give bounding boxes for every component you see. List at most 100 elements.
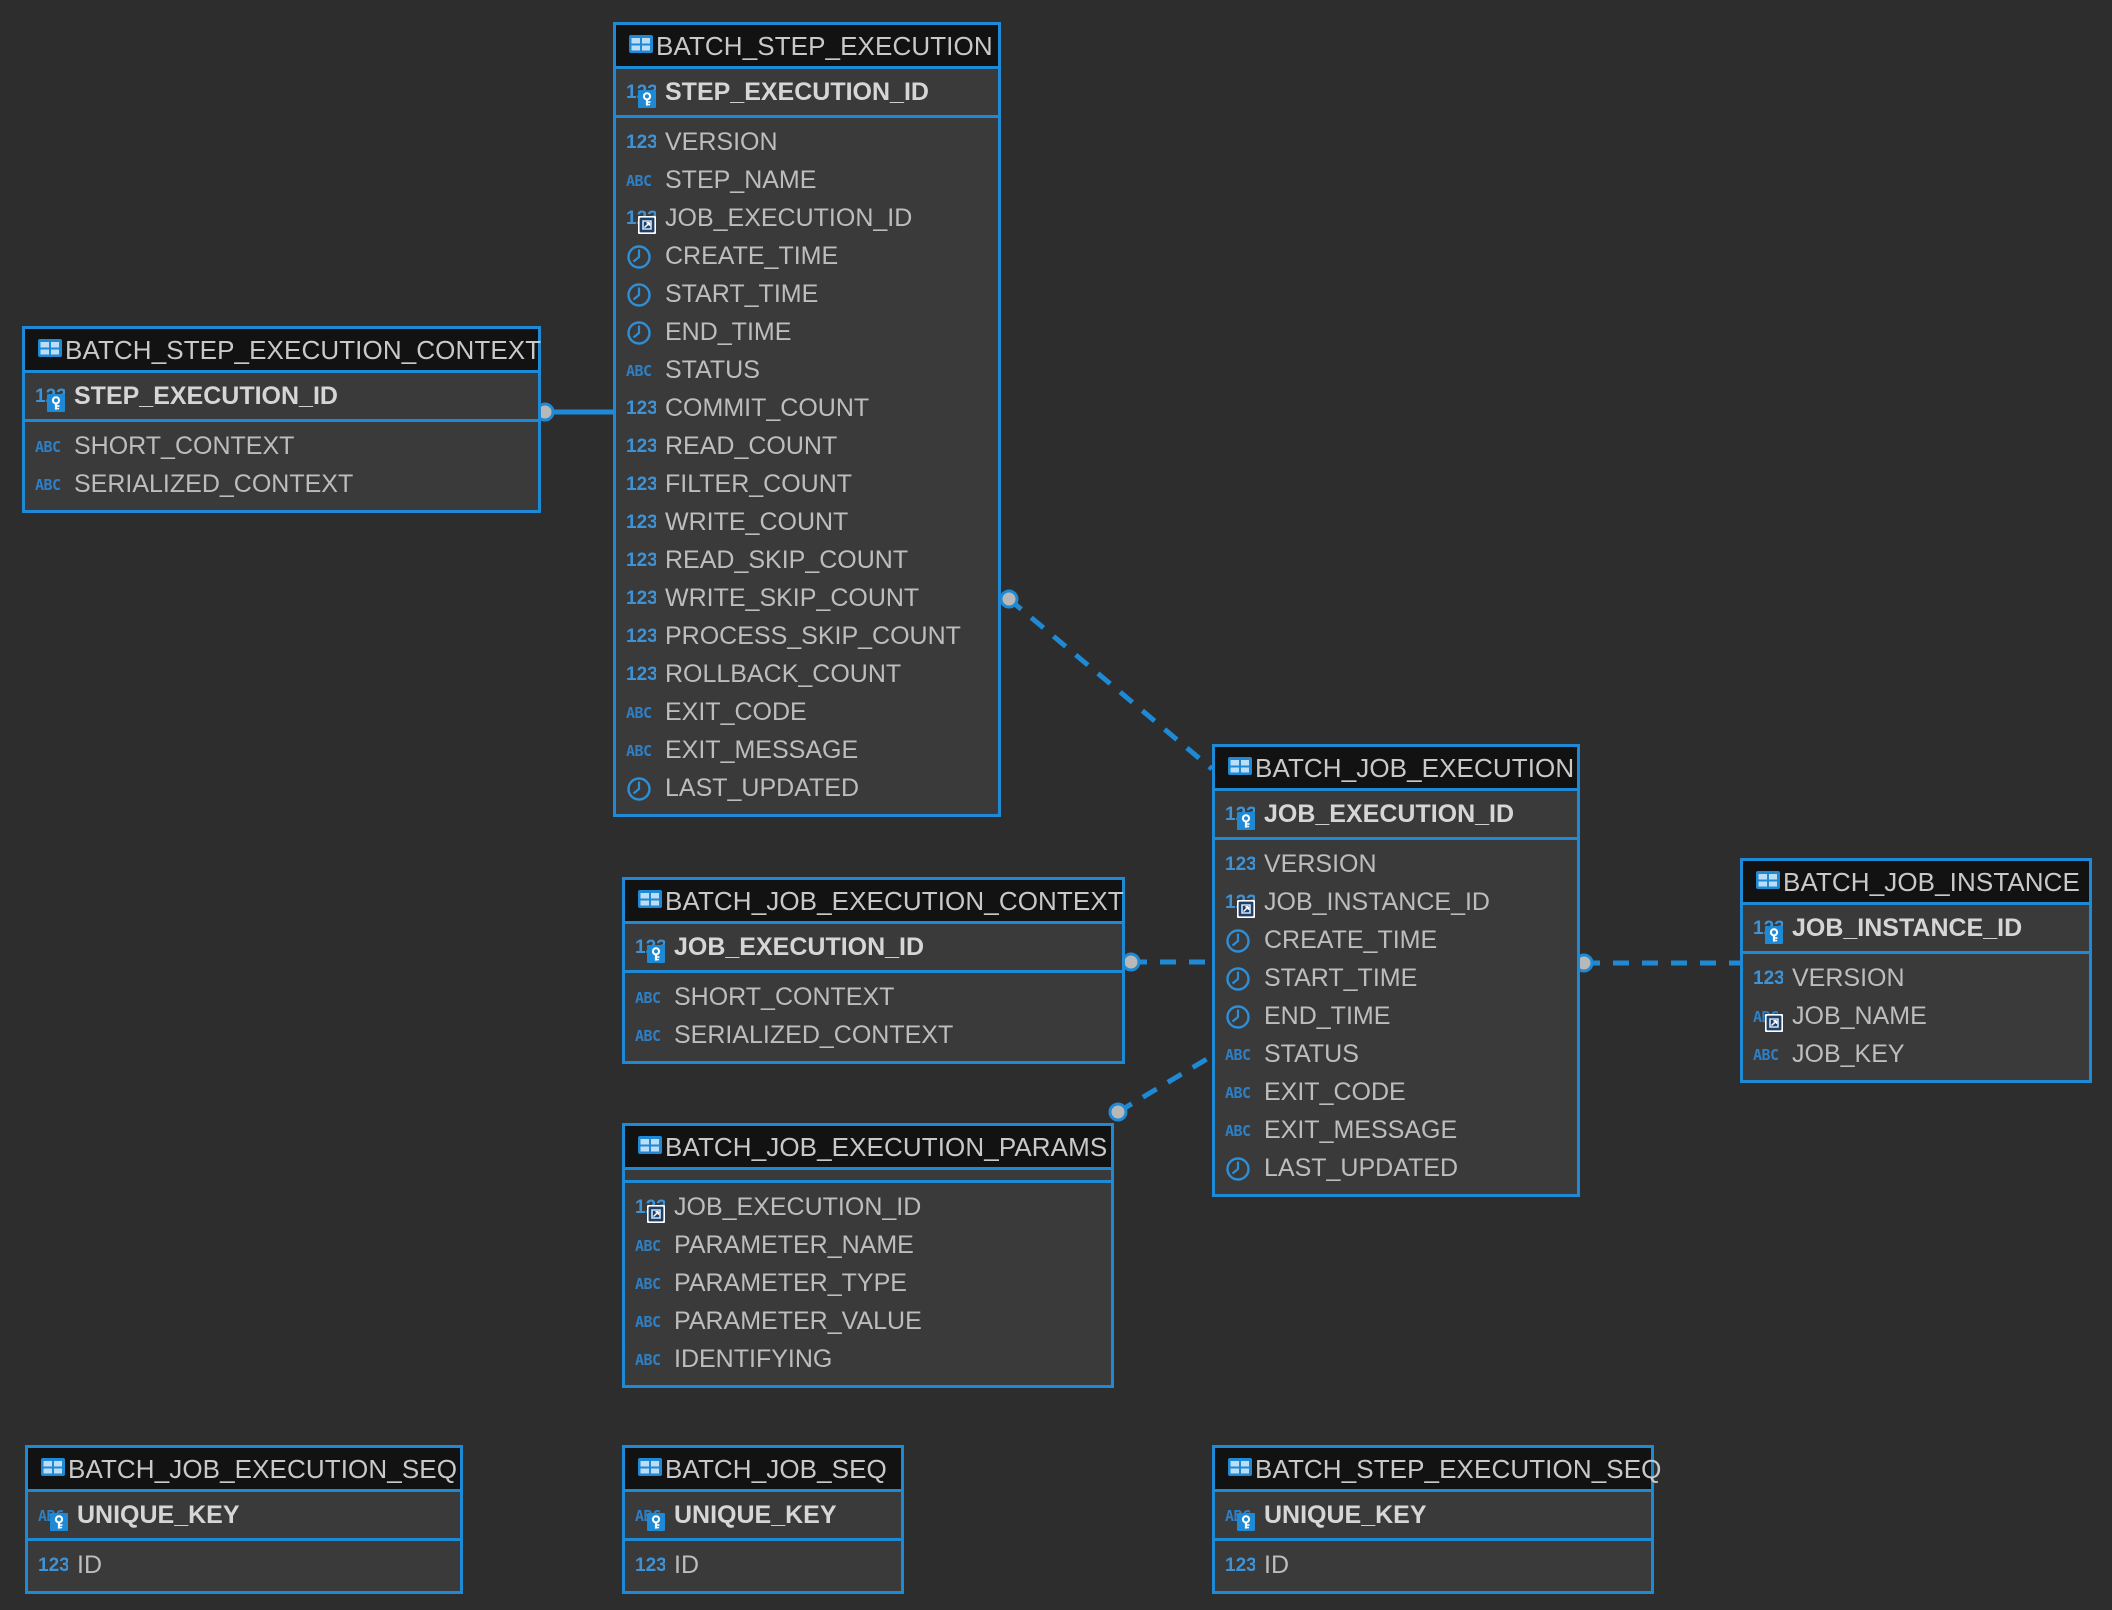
table-batch_job_execution_seq[interactable]: BATCH_JOB_EXECUTION_SEQABCUNIQUE_KEY 123I…	[25, 1445, 463, 1594]
column-row[interactable]: 123JOB_EXECUTION_ID	[616, 199, 998, 237]
table-batch_step_execution_seq[interactable]: BATCH_STEP_EXECUTION_SEQABCUNIQUE_KEY 123…	[1212, 1445, 1661, 1594]
string-icon: ABC	[1225, 1079, 1255, 1105]
table-icon	[1227, 755, 1255, 781]
column-row[interactable]: ABCUNIQUE_KEY	[1215, 1492, 1651, 1538]
table-header[interactable]: BATCH_STEP_EXECUTION_SEQ	[1215, 1448, 1661, 1492]
table-header[interactable]: BATCH_STEP_EXECUTION	[616, 25, 998, 69]
column-row[interactable]: END_TIME	[1215, 997, 1577, 1035]
svg-text:ABC: ABC	[626, 742, 652, 760]
relationship-rel-step-exec-context[interactable]	[535, 402, 613, 422]
table-batch_step_execution_context[interactable]: BATCH_STEP_EXECUTION_CONTEXT123STEP_EXEC…	[22, 326, 541, 513]
number-icon: 123	[626, 433, 656, 459]
datetime-icon	[1225, 927, 1255, 953]
column-name: START_TIME	[1264, 963, 1418, 992]
table-header[interactable]: BATCH_JOB_SEQ	[625, 1448, 901, 1492]
column-row[interactable]: 123JOB_EXECUTION_ID	[625, 924, 1122, 970]
table-batch_job_execution_context[interactable]: BATCH_JOB_EXECUTION_CONTEXT123JOB_EXECUT…	[622, 877, 1125, 1064]
column-name: WRITE_SKIP_COUNT	[665, 583, 920, 612]
column-row[interactable]: ABC PARAMETER_NAME	[625, 1226, 1111, 1264]
string-icon: ABC	[626, 737, 656, 763]
column-row[interactable]: END_TIME	[616, 313, 998, 351]
column-row[interactable]: 123JOB_EXECUTION_ID	[625, 1188, 1111, 1226]
table-header[interactable]: BATCH_JOB_EXECUTION_PARAMS	[625, 1126, 1111, 1170]
datetime-icon	[1225, 1155, 1255, 1181]
relationship-rel-job-exec-params[interactable]	[1108, 1053, 1214, 1122]
datetime-icon	[626, 243, 656, 269]
relationship-rel-job-exec-instance[interactable]	[1574, 953, 1740, 973]
column-row[interactable]: ABCUNIQUE_KEY	[625, 1492, 901, 1538]
table-batch_job_execution[interactable]: BATCH_JOB_EXECUTION123JOB_EXECUTION_ID 12…	[1212, 744, 1580, 1197]
svg-text:ABC: ABC	[626, 362, 652, 380]
table-batch_step_execution[interactable]: BATCH_STEP_EXECUTION123STEP_EXECUTION_ID…	[613, 22, 1001, 817]
column-name: PARAMETER_NAME	[674, 1230, 914, 1259]
table-header[interactable]: BATCH_JOB_EXECUTION_SEQ	[28, 1448, 460, 1492]
column-name: CREATE_TIME	[1264, 925, 1438, 954]
index-icon	[1237, 900, 1255, 918]
column-row[interactable]: LAST_UPDATED	[616, 769, 998, 807]
column-row[interactable]: 123STEP_EXECUTION_ID	[25, 373, 538, 419]
column-row[interactable]: 123JOB_INSTANCE_ID	[1743, 905, 2089, 951]
table-header[interactable]: BATCH_STEP_EXECUTION_CONTEXT	[25, 329, 541, 373]
primary-key-section: 123STEP_EXECUTION_ID	[25, 373, 538, 422]
string-icon: ABC	[626, 167, 656, 193]
column-row[interactable]: 123 WRITE_SKIP_COUNT	[616, 579, 998, 617]
table-batch_job_instance[interactable]: BATCH_JOB_INSTANCE123JOB_INSTANCE_ID 123V…	[1740, 858, 2092, 1083]
column-row[interactable]: START_TIME	[1215, 959, 1577, 997]
number-icon: 123	[626, 547, 656, 573]
svg-text:123: 123	[635, 1555, 665, 1576]
column-row[interactable]: 123JOB_EXECUTION_ID	[1215, 791, 1577, 837]
column-row[interactable]: CREATE_TIME	[1215, 921, 1577, 959]
column-row[interactable]: CREATE_TIME	[616, 237, 998, 275]
number-icon: 123	[626, 585, 656, 611]
column-name: COMMIT_COUNT	[665, 393, 870, 422]
table-batch_job_execution_params[interactable]: BATCH_JOB_EXECUTION_PARAMS 123JOB_EXECUTI…	[622, 1123, 1114, 1388]
relationship-rel-step-exec-job-exec[interactable]	[999, 589, 1214, 771]
table-header[interactable]: BATCH_JOB_INSTANCE	[1743, 861, 2089, 905]
table-header[interactable]: BATCH_JOB_EXECUTION	[1215, 747, 1577, 791]
column-row[interactable]: LAST_UPDATED	[1215, 1149, 1577, 1187]
table-header[interactable]: BATCH_JOB_EXECUTION_CONTEXT	[625, 880, 1124, 924]
column-row[interactable]: START_TIME	[616, 275, 998, 313]
column-row[interactable]: ABCUNIQUE_KEY	[28, 1492, 460, 1538]
string-icon: ABC	[626, 357, 656, 383]
column-row[interactable]: 123JOB_INSTANCE_ID	[1215, 883, 1577, 921]
column-name: JOB_KEY	[1792, 1039, 1905, 1068]
column-row[interactable]: 123STEP_EXECUTION_ID	[616, 69, 998, 115]
columns-section: 123JOB_EXECUTION_ID ABC PARAMETER_NAME ABCP…	[625, 1183, 1111, 1385]
number-icon: 123	[1753, 915, 1783, 944]
relationship-rel-job-exec-context[interactable]	[1121, 952, 1212, 972]
string-icon: ABC	[635, 1232, 665, 1258]
